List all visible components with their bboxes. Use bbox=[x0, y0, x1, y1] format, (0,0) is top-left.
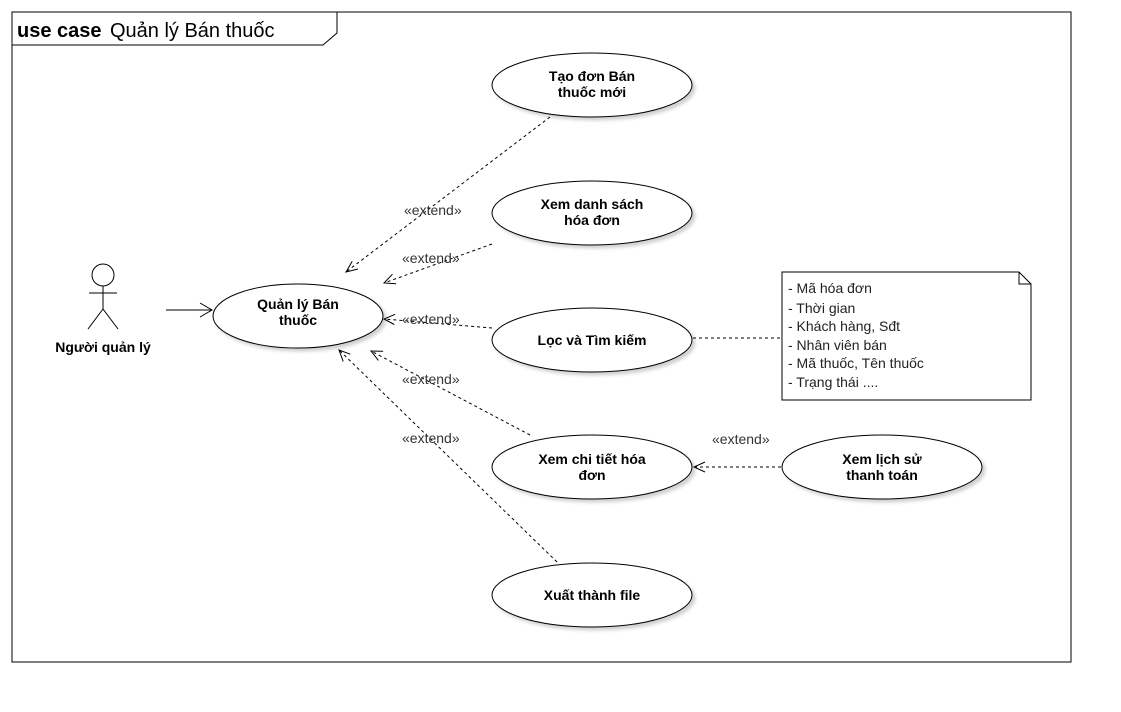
extend-export-arrow bbox=[338, 349, 351, 362]
actor-label: Người quản lý bbox=[55, 339, 151, 355]
extend-detail-line bbox=[370, 350, 531, 436]
extend-label-create: «extend» bbox=[404, 202, 462, 218]
usecase-detail-line2: đơn bbox=[578, 467, 605, 483]
usecase-quan-ly-ban-thuoc[interactable]: Quản lý Bán thuốc bbox=[212, 283, 384, 349]
usecase-main-line1: Quản lý Bán bbox=[257, 296, 339, 312]
usecase-loc-tim-kiem[interactable]: Lọc và Tìm kiếm bbox=[491, 307, 693, 373]
extend-label-export: «extend» bbox=[402, 430, 460, 446]
usecase-list-line1: Xem danh sách bbox=[541, 196, 644, 212]
note-line: - Mã hóa đơn bbox=[788, 280, 872, 296]
usecase-xem-danh-sach[interactable]: Xem danh sách hóa đơn bbox=[491, 180, 693, 246]
note-line: - Thời gian bbox=[788, 300, 855, 316]
extend-lines bbox=[338, 116, 782, 563]
frame-tab bbox=[12, 11, 338, 46]
extend-label-filter: «extend» bbox=[402, 311, 460, 327]
usecase-create-line2: thuốc mới bbox=[558, 84, 626, 100]
extend-filter-arrow bbox=[382, 313, 396, 325]
association-actor-main bbox=[166, 302, 213, 318]
usecase-history-line2: thanh toán bbox=[846, 467, 918, 483]
actor-head-icon bbox=[91, 263, 115, 287]
extend-list-arrow bbox=[382, 273, 397, 285]
extend-create-line bbox=[345, 116, 551, 273]
diagram-frame bbox=[11, 11, 1072, 663]
usecase-export-line1: Xuất thành file bbox=[544, 587, 641, 603]
frame-name: Quản lý Bán thuốc bbox=[110, 20, 275, 42]
usecase-filter-line1: Lọc và Tìm kiếm bbox=[538, 332, 647, 348]
extend-list-line bbox=[383, 243, 493, 284]
usecase-tao-don[interactable]: Tạo đơn Bán thuốc mới bbox=[491, 52, 693, 118]
usecase-history-line1: Xem lịch sử bbox=[842, 451, 922, 467]
note-line: - Mã thuốc, Tên thuốc bbox=[788, 355, 924, 371]
extend-filter-line bbox=[383, 318, 493, 329]
extend-export-line bbox=[338, 349, 558, 563]
note-line: - Khách hàng, Sđt bbox=[788, 318, 900, 334]
usecase-xuat-file[interactable]: Xuất thành file bbox=[491, 562, 693, 628]
extend-label-history: «extend» bbox=[712, 431, 770, 447]
usecase-xem-lich-su[interactable]: Xem lịch sử thanh toán bbox=[781, 434, 983, 500]
extend-create-arrow bbox=[344, 261, 359, 273]
note-line: - Nhân viên bán bbox=[788, 337, 887, 353]
usecase-detail-line1: Xem chi tiết hóa bbox=[538, 451, 646, 467]
note-line: - Trạng thái .... bbox=[788, 374, 878, 390]
actor-nguoi-quan-ly[interactable]: Người quản lý bbox=[55, 263, 151, 355]
usecase-xem-chi-tiet[interactable]: Xem chi tiết hóa đơn bbox=[491, 434, 693, 500]
extend-label-list: «extend» bbox=[402, 250, 460, 266]
extend-detail-arrow bbox=[369, 350, 384, 361]
note-filter-criteria: - Mã hóa đơn - Thời gian - Khách hàng, S… bbox=[781, 271, 1032, 401]
frame-title: use case Quản lý Bán thuốc bbox=[17, 20, 275, 42]
extend-label-detail: «extend» bbox=[402, 371, 460, 387]
extend-history-arrow bbox=[692, 461, 706, 473]
usecase-create-line1: Tạo đơn Bán bbox=[549, 68, 635, 84]
usecase-main-line2: thuốc bbox=[279, 312, 317, 328]
frame-keyword: use case bbox=[17, 20, 102, 42]
usecase-list-line2: hóa đơn bbox=[564, 212, 620, 228]
